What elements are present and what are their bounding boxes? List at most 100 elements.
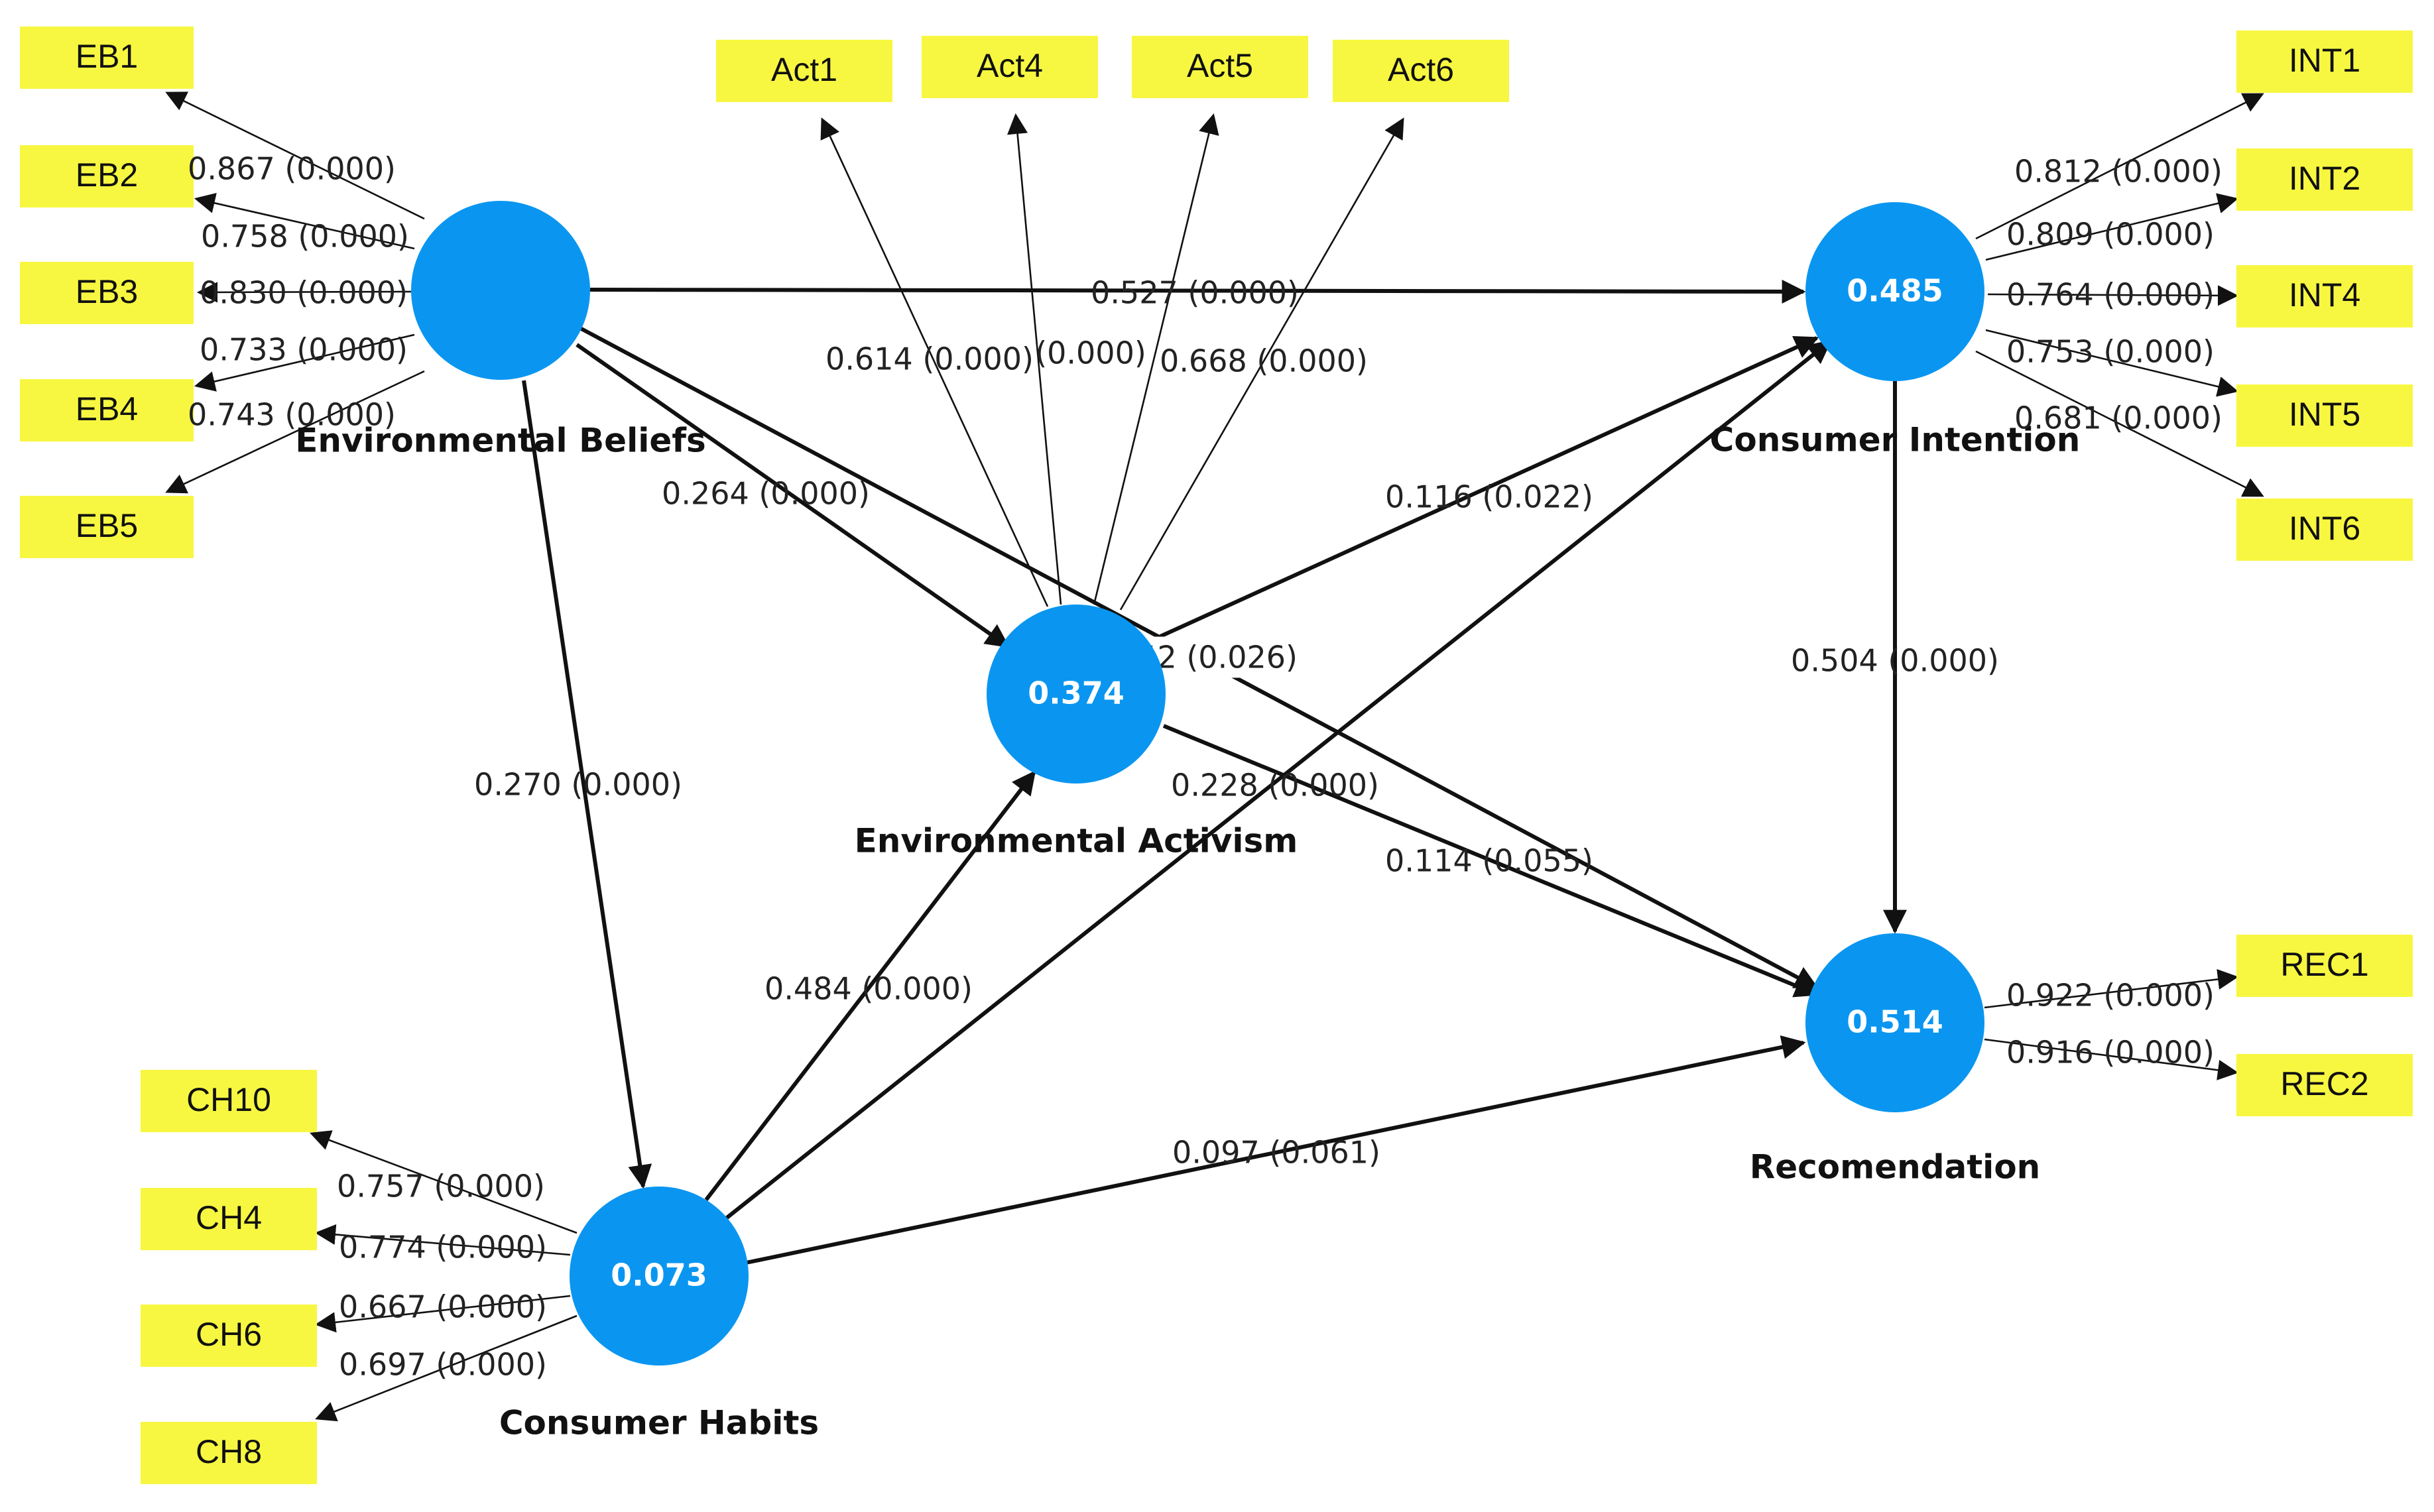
loading-label-int4-text: 0.764 (0.000) — [2006, 277, 2215, 313]
indicator-act1[interactable]: Act1 — [716, 40, 892, 102]
indicator-label: EB5 — [76, 507, 139, 544]
indicator-rec1[interactable]: REC1 — [2236, 935, 2413, 997]
path-coefficient-ea-rec-text: 0.114 (0.055) — [1385, 843, 1593, 879]
indicator-ch4[interactable]: CH4 — [141, 1188, 317, 1250]
indicator-act6[interactable]: Act6 — [1333, 40, 1509, 102]
indicator-label: CH6 — [196, 1316, 262, 1353]
indicator-box — [716, 40, 892, 102]
loading-arrow-ch4 — [314, 1224, 571, 1256]
loading-arrow-ch8 — [315, 1314, 578, 1422]
loading-label-eb3-text: 0.830 (0.000) — [200, 275, 408, 311]
indicator-box — [2236, 148, 2413, 211]
path-arrow-eb-ea — [576, 343, 1010, 648]
indicator-label: Act4 — [977, 47, 1043, 84]
loading-label-rec1-text: 0.922 (0.000) — [2006, 978, 2215, 1014]
indicator-eb4[interactable]: EB4 — [20, 379, 194, 441]
path-coefficient-eb-ea: 0.264 (0.000) — [662, 476, 870, 512]
loading-label-int5-text: 0.753 (0.000) — [2006, 334, 2215, 370]
loading-label-int5: 0.753 (0.000) — [2006, 334, 2215, 370]
indicator-ch8[interactable]: CH8 — [141, 1422, 317, 1484]
indicator-int6[interactable]: INT6 — [2236, 498, 2413, 561]
indicator-box — [2236, 935, 2413, 997]
indicator-eb1[interactable]: EB1 — [20, 27, 194, 89]
path-coefficient-eb-ea-text: 0.264 (0.000) — [662, 476, 870, 512]
indicator-act5[interactable]: Act5 — [1132, 36, 1308, 98]
indicator-eb2[interactable]: EB2 — [20, 145, 194, 207]
indicator-eb5[interactable]: EB5 — [20, 496, 194, 558]
loading-label-ch4: 0.774 (0.000) — [339, 1230, 547, 1265]
path-arrow-ea-ci — [1159, 336, 1819, 638]
loading-arrow-eb2 — [194, 193, 415, 250]
path-coefficient-eb-ci: 0.527 (0.000) — [1091, 275, 1299, 311]
indicator-rec2[interactable]: REC2 — [2236, 1054, 2413, 1116]
loading-label-ch10-text: 0.757 (0.000) — [337, 1169, 545, 1204]
construct-name-label: Recomendation — [1750, 1148, 2041, 1187]
loading-arrow-eb1 — [165, 91, 425, 220]
connection-lines — [165, 91, 2264, 1422]
loading-arrow-int5 — [1985, 329, 2239, 397]
construct-name-label: Environmental Activism — [855, 822, 1298, 860]
path-coefficient-ea-ci-text: 0.116 (0.022) — [1385, 479, 1593, 515]
loading-arrow-int6 — [1975, 350, 2264, 497]
construct-circle — [1805, 933, 1984, 1112]
coefficient-labels: 0.527 (0.000)0.264 (0.000)0.142 (0.026)0… — [337, 275, 2215, 1383]
indicator-label: INT2 — [2289, 160, 2360, 197]
loading-arrow-act6 — [1119, 117, 1404, 611]
loading-label-int2: 0.809 (0.000) — [2006, 217, 2215, 253]
path-arrow-ch-rec — [745, 1035, 1806, 1265]
loading-arrow-act5 — [1093, 113, 1219, 605]
indicator-box — [2236, 265, 2413, 327]
loading-label-rec1: 0.922 (0.000) — [2006, 978, 2215, 1014]
indicator-label: EB1 — [76, 38, 139, 75]
indicator-box — [2236, 384, 2413, 447]
indicator-eb3[interactable]: EB3 — [20, 262, 194, 324]
indicator-box — [2236, 30, 2413, 93]
indicator-box — [20, 379, 194, 441]
construct-environmental-beliefs[interactable]: Environmental Beliefs — [295, 201, 706, 460]
indicator-ch10[interactable]: CH10 — [141, 1070, 317, 1132]
loading-label-rec2: 0.916 (0.000) — [2006, 1035, 2215, 1071]
loading-arrow-ch10 — [310, 1130, 578, 1234]
loading-label-ch6-text: 0.667 (0.000) — [339, 1289, 547, 1325]
construct-name-label: Consumer Intention — [1710, 421, 2081, 459]
path-coefficient-ch-ea-text: 0.484 (0.000) — [764, 971, 973, 1007]
path-arrow-ea-rec — [1162, 724, 1819, 998]
indicator-box — [141, 1422, 317, 1484]
indicator-label: INT1 — [2289, 42, 2360, 79]
path-coefficient-ea-rec: 0.114 (0.055) — [1385, 843, 1593, 879]
loading-label-eb3: 0.830 (0.000) — [200, 275, 408, 311]
loading-label-eb4: 0.733 (0.000) — [200, 332, 408, 368]
loading-label-int1: 0.812 (0.000) — [2014, 154, 2222, 190]
loading-arrow-int1 — [1975, 93, 2264, 240]
indicator-box — [20, 496, 194, 558]
loading-label-act4-text: (0.000) — [1035, 335, 1146, 371]
loading-label-rec2-text: 0.916 (0.000) — [2006, 1035, 2215, 1071]
path-coefficient-ea-ci: 0.116 (0.022) — [1385, 479, 1593, 515]
indicator-ch6[interactable]: CH6 — [141, 1305, 317, 1367]
path-coefficient-ch-rec-text: 0.097 (0.061) — [1172, 1135, 1380, 1171]
loading-label-eb5-text: 0.743 (0.000) — [188, 397, 396, 433]
indicator-box — [2236, 1054, 2413, 1116]
indicator-act4[interactable]: Act4 — [922, 36, 1098, 98]
indicator-int1[interactable]: INT1 — [2236, 30, 2413, 93]
construct-circle — [411, 201, 590, 380]
loading-label-eb4-text: 0.733 (0.000) — [200, 332, 408, 368]
loading-arrow-rec2 — [1984, 1038, 2239, 1080]
loading-arrow-eb4 — [194, 333, 415, 392]
construct-name-label: Environmental Beliefs — [295, 422, 706, 460]
indicator-label: EB2 — [76, 156, 139, 194]
indicator-int4[interactable]: INT4 — [2236, 265, 2413, 327]
loading-arrow-int2 — [1985, 193, 2239, 261]
indicator-int5[interactable]: INT5 — [2236, 384, 2413, 447]
path-coefficient-ci-rec-text: 0.504 (0.000) — [1791, 643, 1999, 679]
indicator-box — [20, 262, 194, 324]
indicator-int2[interactable]: INT2 — [2236, 148, 2413, 211]
loading-label-act6: 0.668 (0.000) — [1160, 343, 1368, 379]
path-coefficient-ch-ea: 0.484 (0.000) — [764, 971, 973, 1007]
path-coefficient-ch-rec: 0.097 (0.061) — [1172, 1135, 1380, 1171]
